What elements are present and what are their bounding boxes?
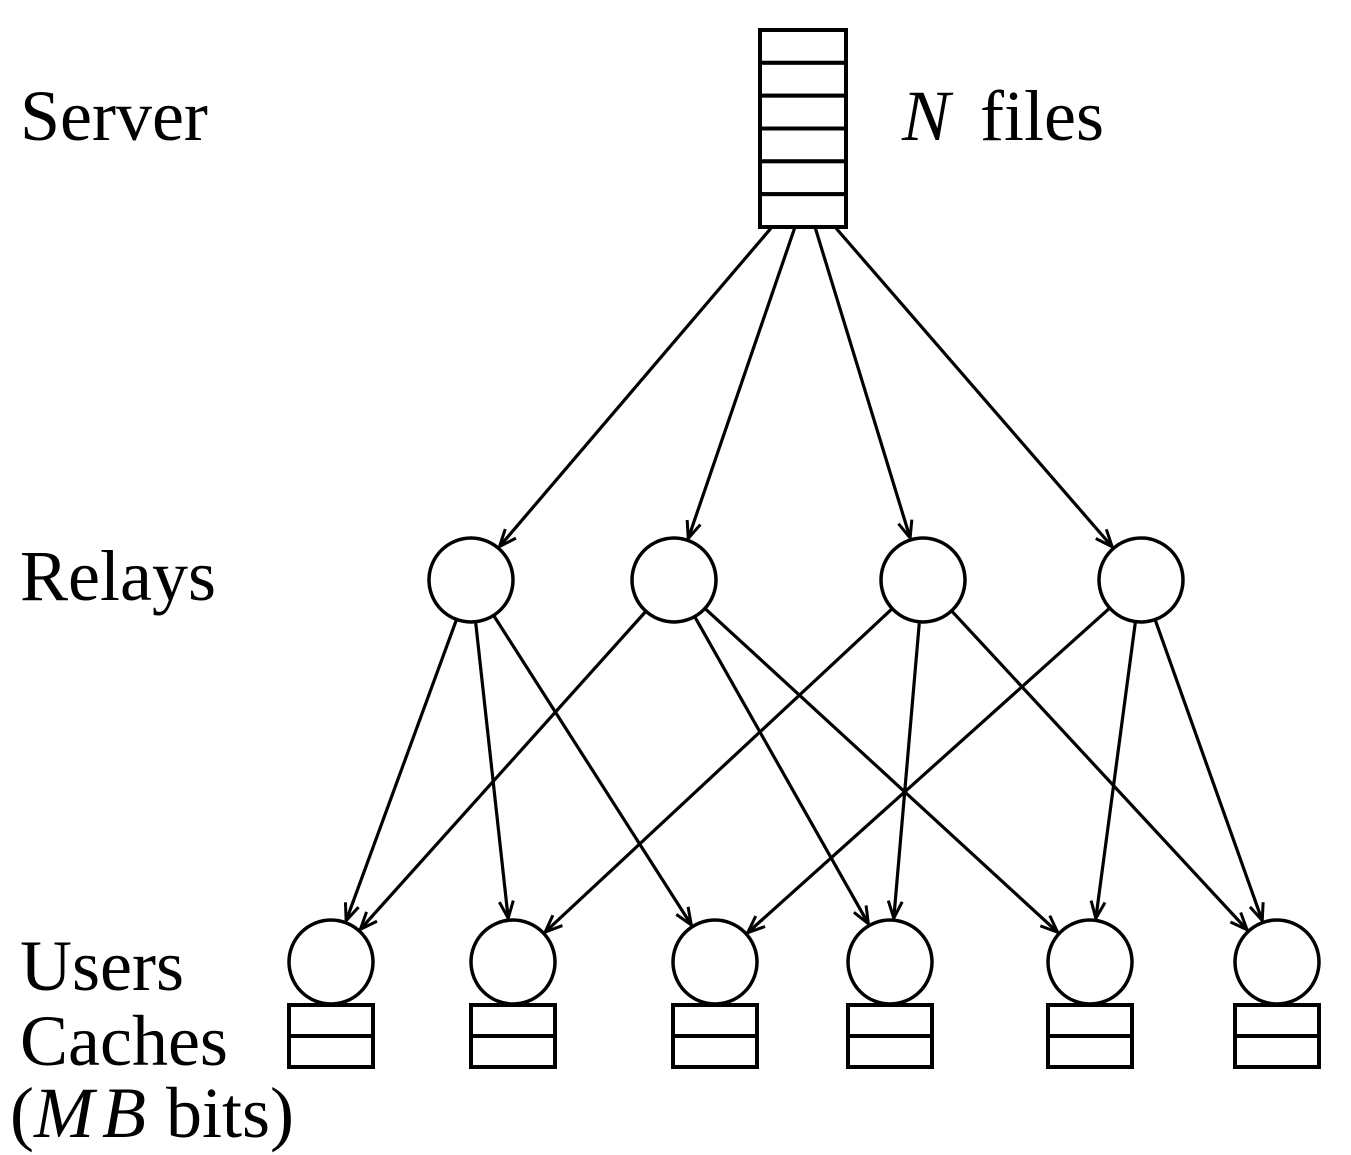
users-label: Users: [20, 926, 184, 1006]
server-file-slot: [758, 60, 848, 98]
users-group: [287, 918, 1321, 1069]
cache-size-m-var: M: [33, 1073, 98, 1153]
cache-size-b-var: B: [102, 1073, 146, 1153]
edge-r3-u6: [950, 609, 1248, 930]
relay-node-r1: [427, 536, 515, 624]
edge-r4-u5: [1096, 621, 1138, 919]
edge-server-r3: [813, 226, 910, 538]
edge-r1-u2: [473, 621, 509, 919]
edge-r2-u5: [703, 607, 1058, 932]
user-cache-slot: [671, 1034, 759, 1069]
user-node-u3: [671, 918, 759, 1006]
user-node-u1: [287, 918, 375, 1006]
user-cache-slot: [469, 1034, 557, 1069]
user-cache-slot: [1046, 1003, 1134, 1038]
edge-r2-u4: [693, 615, 869, 924]
server-label: Server: [20, 76, 208, 156]
n-files-var: N: [901, 76, 954, 156]
edge-r1-u3: [492, 614, 692, 925]
cache-size-bits-text: bits): [166, 1073, 294, 1153]
edge-r2-u1: [360, 610, 648, 929]
edges-group: [346, 225, 1262, 933]
relay-node-r3: [879, 536, 967, 624]
edge-server-r1: [500, 225, 774, 547]
user-cache-slot: [846, 1003, 934, 1038]
relay-node-r4: [1097, 536, 1185, 624]
user-node-u6: [1233, 918, 1321, 1006]
caches-label: Caches: [20, 1001, 228, 1081]
server-file-slot: [758, 28, 848, 65]
server-file-slot: [758, 192, 848, 230]
edge-server-r2: [688, 226, 797, 538]
relay-node-r2: [630, 536, 718, 624]
user-node-u2: [469, 918, 557, 1006]
user-cache-slot: [671, 1003, 759, 1038]
edge-r4-u3: [748, 606, 1111, 933]
edge-r3-u4: [894, 621, 921, 918]
edge-server-r4: [833, 225, 1112, 547]
user-cache-slot: [1233, 1034, 1321, 1069]
relays-label: Relays: [20, 536, 216, 616]
user-cache-slot: [287, 1034, 375, 1069]
server-file-slot: [758, 126, 848, 164]
server-node: [758, 28, 848, 230]
edge-r1-u1: [346, 618, 459, 920]
user-cache-slot: [469, 1003, 557, 1038]
user-node-u5: [1046, 918, 1134, 1006]
edge-r3-u2: [545, 607, 894, 932]
server-file-slot: [758, 159, 848, 197]
user-node-u4: [846, 918, 934, 1006]
cache-size-open-paren: (: [10, 1073, 34, 1153]
user-cache-slot: [287, 1003, 375, 1038]
relays-group: [427, 536, 1185, 624]
server-file-slot: [758, 93, 848, 131]
user-cache-slot: [1233, 1003, 1321, 1038]
user-cache-slot: [846, 1034, 934, 1069]
user-cache-slot: [1046, 1034, 1134, 1069]
files-text: files: [980, 76, 1104, 156]
edge-r4-u6: [1153, 619, 1262, 921]
